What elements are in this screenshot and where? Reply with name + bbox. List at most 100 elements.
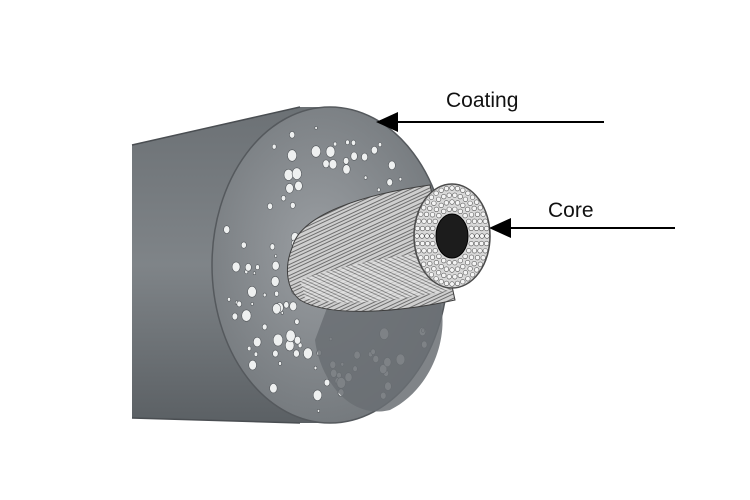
coating-bubble: [361, 152, 368, 162]
core-strand: [457, 194, 463, 200]
core-strand: [474, 233, 480, 239]
core-strand: [473, 241, 480, 247]
coating-bubble: [316, 409, 320, 413]
coating-bubble: [227, 296, 231, 302]
core-strand: [474, 211, 481, 217]
core-strand: [477, 248, 483, 254]
core-strand: [454, 186, 461, 192]
core-strand: [482, 218, 488, 224]
core-strand: [428, 272, 435, 278]
coating-bubble: [303, 347, 313, 360]
coating-bubble: [231, 261, 241, 273]
core-strand: [419, 225, 426, 232]
coating-bubble: [323, 378, 331, 387]
coating-bubble: [244, 263, 252, 272]
core-strand: [452, 274, 458, 280]
core-strand: [429, 233, 435, 239]
core-arrow: [489, 218, 675, 238]
coating-bubble: [285, 183, 294, 194]
core-strand: [478, 225, 485, 232]
coating-bubble: [252, 271, 256, 276]
core-strand: [477, 261, 483, 267]
coating-bubble: [386, 178, 393, 187]
core-strand: [414, 233, 420, 239]
coating-label: Coating: [446, 89, 519, 112]
coating-bubble: [343, 157, 350, 165]
coating-bubble: [293, 349, 300, 358]
core-strand: [465, 260, 471, 266]
core-strand: [457, 272, 463, 279]
core-strand: [426, 248, 433, 254]
core-strand: [438, 279, 444, 285]
core-strand: [426, 218, 433, 224]
core-strand: [484, 240, 490, 247]
coating-bubble: [240, 241, 247, 249]
coating-bubble: [278, 361, 282, 366]
core-strand: [455, 266, 461, 272]
core-strand: [443, 280, 450, 287]
core-strand: [416, 248, 422, 254]
core-strand: [484, 233, 490, 239]
coating-bubble: [376, 187, 381, 193]
core-strand: [471, 218, 478, 224]
coating-bubble: [291, 167, 302, 180]
coating-bubble: [377, 142, 382, 148]
core-strand: [468, 225, 474, 231]
core-strand: [446, 206, 452, 212]
core-strand: [414, 240, 421, 247]
core-strand: [455, 200, 461, 206]
core-strand: [457, 208, 463, 214]
core-strand: [419, 240, 426, 247]
core-strand: [424, 233, 430, 239]
core-strand: [454, 280, 461, 287]
core-strand: [474, 199, 480, 205]
coating-bubble: [283, 168, 294, 181]
coating-bubble: [270, 276, 280, 287]
core-strand: [462, 270, 469, 276]
core-strand: [430, 241, 436, 247]
core-strand: [457, 258, 463, 264]
coating-bubble: [272, 349, 279, 358]
core-strand: [436, 213, 442, 219]
core-strand: [474, 255, 481, 261]
coating-bubble: [223, 225, 231, 234]
core-strand: [425, 225, 431, 231]
coating-bubble: [267, 202, 273, 210]
core-strand: [427, 261, 433, 267]
coating-bubble: [289, 131, 296, 139]
coating-bubble: [280, 311, 284, 315]
coating-bubble: [241, 309, 252, 322]
coating-bubble: [271, 260, 280, 271]
core-strand: [479, 233, 485, 239]
braided-core: [287, 183, 491, 312]
core-strand: [421, 248, 427, 254]
coating-bubble: [342, 164, 351, 175]
core-strand: [438, 187, 444, 193]
coating-bubble: [274, 290, 279, 297]
core-strand: [433, 260, 440, 266]
core-strand: [468, 212, 475, 218]
core-strand: [452, 206, 458, 212]
coating-bubble: [271, 143, 277, 150]
coating-bubble: [262, 292, 267, 298]
core-strand: [421, 205, 427, 211]
core-strand: [428, 194, 435, 200]
coating-bubble: [231, 312, 238, 321]
coating-bubble: [310, 145, 321, 158]
core-strand: [438, 202, 444, 208]
core-strand: [424, 267, 430, 273]
core-strand: [438, 264, 444, 270]
core-strand: [432, 248, 438, 254]
coating-bubble: [328, 159, 338, 170]
core-strand: [424, 199, 430, 205]
core-strand: [432, 218, 438, 224]
coating-arrow: [376, 112, 604, 132]
coating-bubble: [285, 329, 296, 343]
coating-bubble: [248, 359, 257, 371]
core-strand: [471, 205, 477, 211]
core-strand: [443, 186, 450, 192]
core-strand: [446, 274, 452, 280]
coating-bubble: [236, 300, 242, 308]
